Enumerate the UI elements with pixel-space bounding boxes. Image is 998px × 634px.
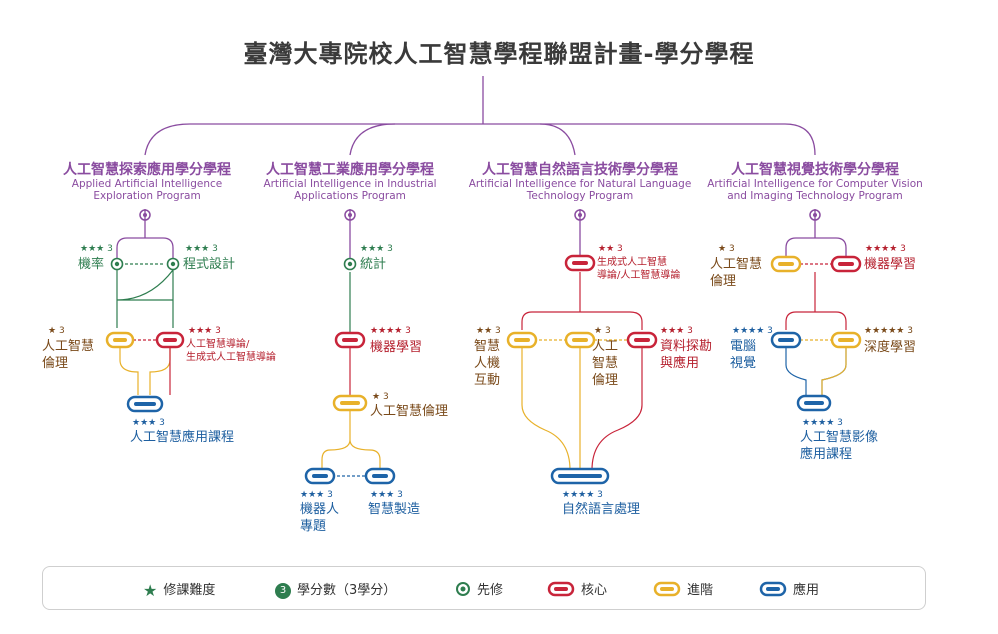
prerequisite-icon [455,581,471,601]
application-pill-icon [759,581,787,601]
p4-cv-meta: ★★★★ 3 [732,326,773,336]
legend-difficulty: ★修課難度 [143,581,216,600]
p4-ethics-meta: ★ 3 [718,244,735,254]
p3-ethics-label1: 人工 [592,339,619,354]
p3-dm-meta: ★★★ 3 [660,326,693,336]
p1-ethics-label1: 人工智慧 [42,339,95,354]
prerequisite-nodes [110,257,357,271]
p3-nlp-label: 自然語言處理 [562,502,641,517]
advanced-pill-icon [653,581,681,601]
p4-cv-label2: 視覺 [730,356,757,371]
p2-stat-meta: ★★★ 3 [360,244,393,254]
program-4-en2: and Imaging Technology Program [727,190,903,203]
p3-hci-meta: ★★ 3 [476,326,501,336]
p3-dm-label1: 資料探勘 [660,339,713,354]
program-2-en2: Applications Program [294,190,406,203]
p3-hci-label3: 互動 [474,373,501,388]
p1-intro-label2: 生成式人工智慧導論 [186,352,276,363]
program4-diagram [785,209,847,395]
p1-ethics-label2: 倫理 [42,356,69,371]
p3-intro-meta: ★★ 3 [598,244,623,254]
program-1-en1: Applied Artificial Intelligence [71,178,223,191]
program-4-header: 人工智慧視覺技術學分學程 Artificial Intelligence for… [700,162,930,202]
p3-nlp-meta: ★★★★ 3 [562,490,603,500]
p1-prog-meta: ★★★ 3 [185,244,218,254]
course-pill-nodes [105,254,862,485]
program-4-title: 人工智慧視覺技術學分學程 [731,162,899,178]
program-2-title: 人工智慧工業應用學分學程 [266,162,434,178]
p4-img-meta: ★★★★ 3 [802,418,843,428]
page-title: 臺灣大專院校人工智慧學程聯盟計畫-學分學程 [243,40,755,68]
p1-ethics-meta: ★ 3 [48,326,65,336]
star-icon: ★ [143,581,158,600]
p4-ethics-label2: 倫理 [710,274,737,289]
p4-ml-label: 機器學習 [864,257,917,272]
program-1-header: 人工智慧探索應用學分學程 Applied Artificial Intellig… [32,162,262,202]
legend-application: 應用 [759,579,819,601]
p3-hci-label2: 人機 [474,356,501,371]
program-1-title: 人工智慧探索應用學分學程 [63,162,231,178]
legend-core: 核心 [547,579,607,601]
program-3-header: 人工智慧自然語言技術學分學程 Artificial Intelligence f… [465,162,695,202]
p2-stat-label: 統計 [360,257,387,272]
p4-img-label1: 人工智慧影像 [800,430,879,445]
p1-app-meta: ★★★ 3 [132,418,165,428]
legend-advanced: 進階 [653,579,713,601]
program-entry-nodes [139,209,821,221]
p1-intro-meta: ★★★ 3 [188,326,221,336]
p1-prob-meta: ★★★ 3 [80,244,113,254]
program-3-title: 人工智慧自然語言技術學分學程 [482,162,678,178]
p4-cv-label1: 電腦 [730,339,757,354]
p4-dl-label: 深度學習 [864,340,917,355]
program-3-en1: Artificial Intelligence for Natural Lang… [468,178,692,191]
p1-intro-label1: 人工智慧導論/ [186,339,250,350]
p3-ethics-label2: 智慧 [592,356,619,371]
p1-prob-label: 機率 [78,257,105,272]
program-4-en1: Artificial Intelligence for Computer Vis… [707,178,923,191]
p3-ethics-label3: 倫理 [592,373,619,388]
p3-hci-label1: 智慧 [474,339,501,354]
p2-ethics-label: 人工智慧倫理 [370,404,449,419]
program-3-en2: Technology Program [526,190,634,203]
p2-ethics-meta: ★ 3 [372,392,389,402]
legend-prereq: 先修 [455,579,503,601]
p2-ml-label: 機器學習 [370,340,423,355]
core-pill-icon [547,581,575,601]
p4-ethics-label1: 人工智慧 [710,257,763,272]
program1-diagram [116,209,174,395]
p2-mfg-label: 智慧製造 [368,502,421,517]
p4-dl-meta: ★★★★★ 3 [864,326,913,336]
p2-ml-meta: ★★★★ 3 [370,326,411,336]
credit-number-icon: 3 [275,582,291,599]
p4-img-label2: 應用課程 [800,447,853,462]
p2-robot-label2: 專題 [300,519,327,534]
p3-ethics-meta: ★ 3 [594,326,611,336]
p3-intro-label2: 導論/人工智慧導論 [597,270,681,281]
program2-diagram [321,209,381,477]
p3-intro-label1: 生成式人工智慧 [597,257,667,268]
program-1-en2: Exploration Program [93,190,201,203]
p2-mfg-meta: ★★★ 3 [370,490,403,500]
p4-ml-meta: ★★★★ 3 [865,244,906,254]
program-2-en1: Artificial Intelligence in Industrial [263,178,437,191]
p2-robot-label1: 機器人 [300,502,340,517]
program-2-header: 人工智慧工業應用學分學程 Artificial Intelligence in … [235,162,465,202]
p1-prog-label: 程式設計 [183,257,236,272]
program-tree-lines [144,76,816,156]
p2-robot-meta: ★★★ 3 [300,490,333,500]
p1-app-label: 人工智慧應用課程 [130,430,235,445]
p3-dm-label2: 與應用 [660,356,700,371]
